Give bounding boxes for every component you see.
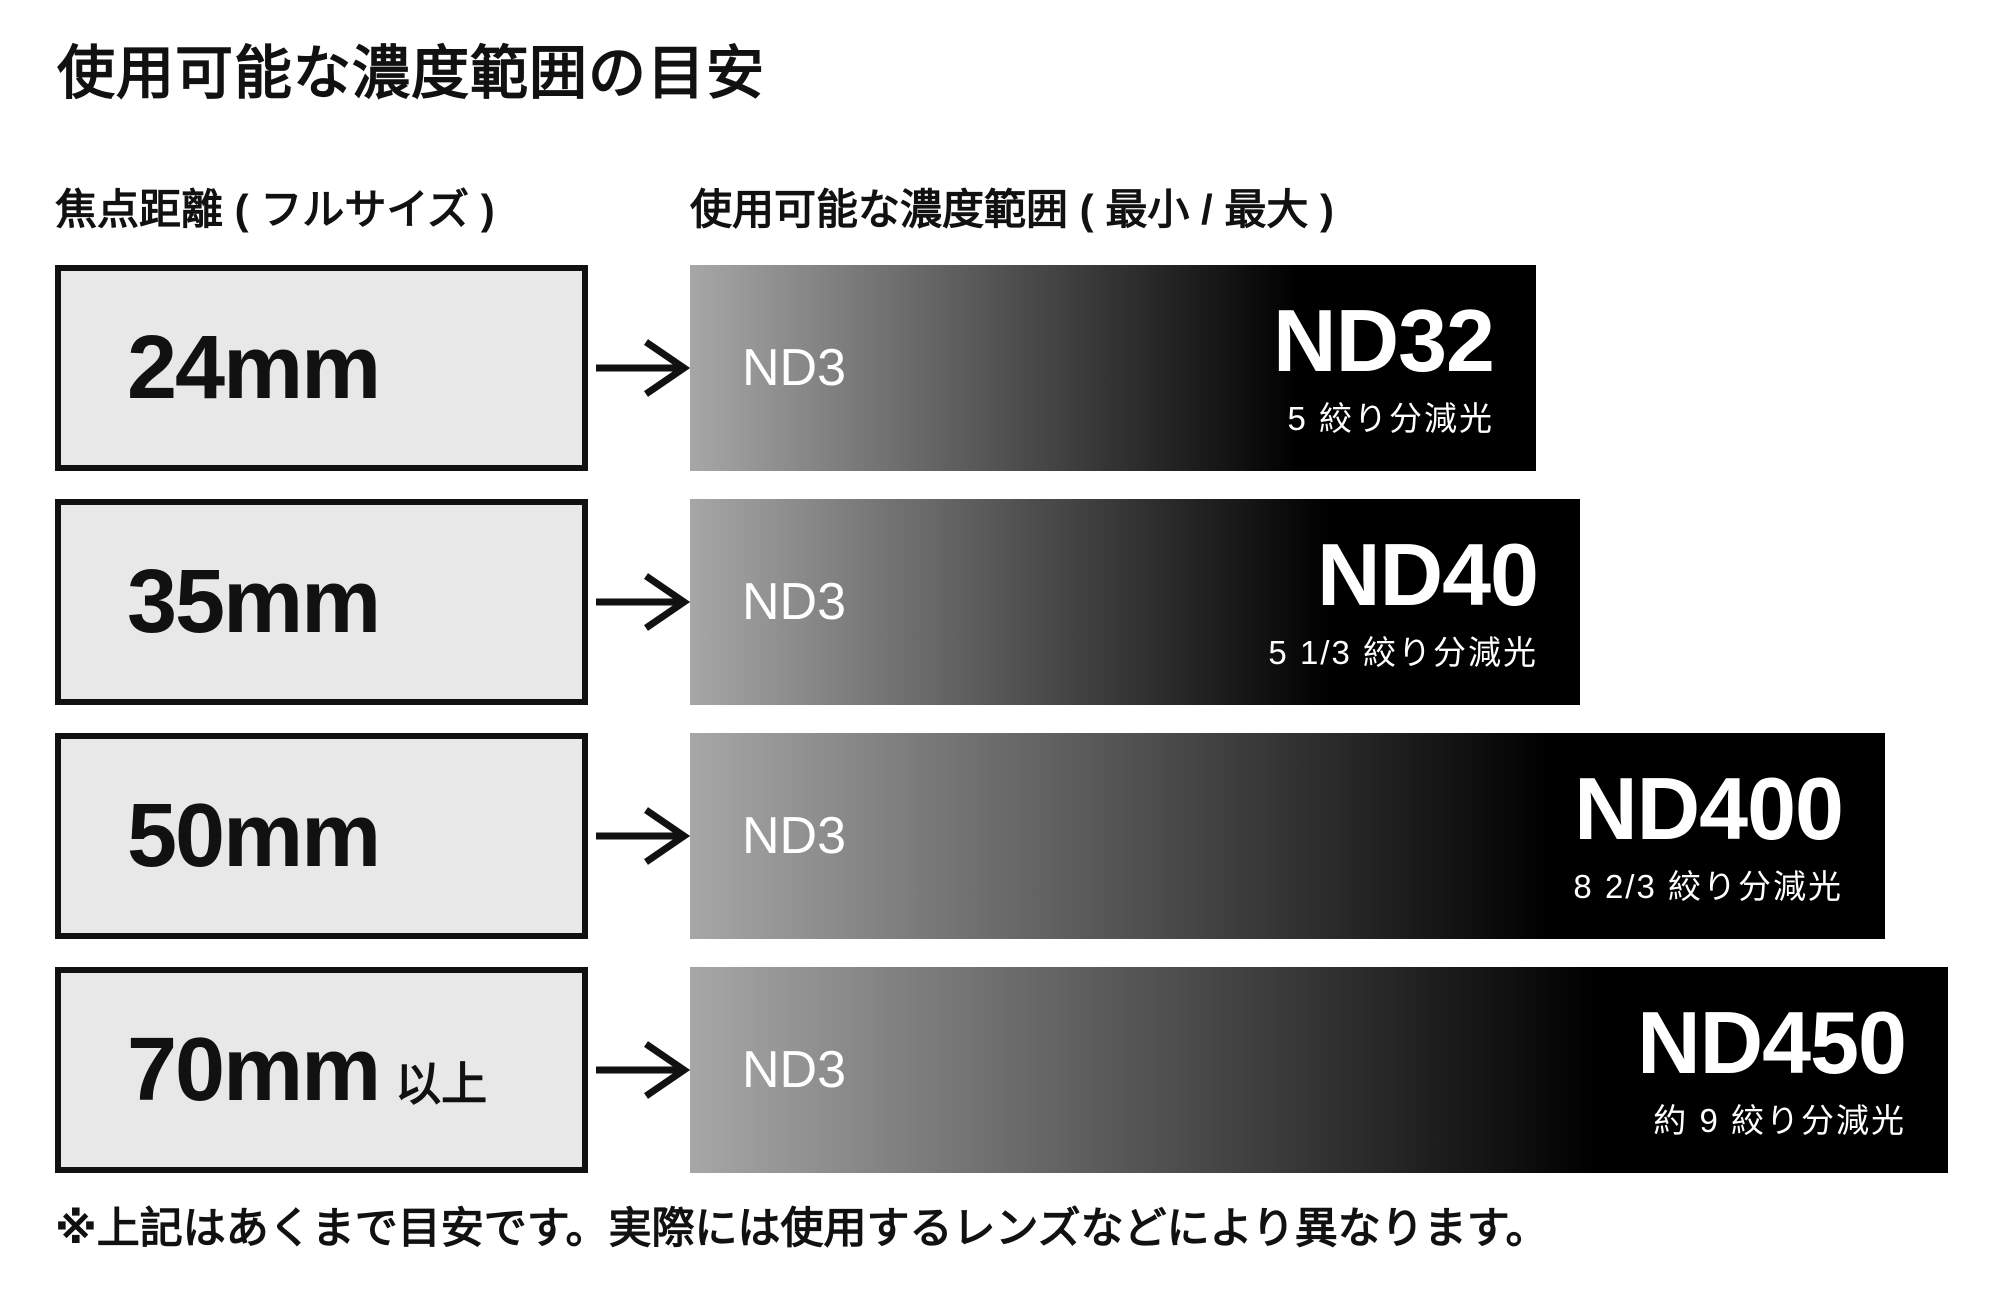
focal-length-value: 70mm [127,1020,381,1120]
arrow-right-icon [596,1041,691,1099]
nd-stops-label: 約 9 絞り分減光 [1653,1101,1906,1139]
nd-max-block: ND40 5 1/3 絞り分減光 [1268,525,1539,674]
focal-length-box: 24mm [55,265,588,471]
focal-length-label: 50mm [127,791,395,881]
row-35mm: 35mm ND3 ND40 5 1/3 絞り分減光 [0,499,2000,705]
focal-length-box: 35mm [55,499,588,705]
nd-max-block: ND32 5 絞り分減光 [1273,291,1495,440]
nd-min-label: ND3 [742,807,847,865]
density-range-bar: ND3 ND400 8 2/3 絞り分減光 [690,733,1885,939]
focal-length-value: 35mm [127,552,381,652]
nd-stops-label: 8 2/3 絞り分減光 [1573,867,1843,905]
density-range-bar: ND3 ND40 5 1/3 絞り分減光 [690,499,1580,705]
focal-length-box: 70mm 以上 [55,967,588,1173]
focal-length-label: 70mm 以上 [127,1025,487,1115]
focal-length-value: 50mm [127,786,381,886]
arrow-right-icon [596,339,691,397]
nd-max-label: ND40 [1317,525,1539,625]
arrow-right-icon [596,573,691,631]
row-24mm: 24mm ND3 ND32 5 絞り分減光 [0,265,2000,471]
focal-length-box: 50mm [55,733,588,939]
density-range-bar: ND3 ND32 5 絞り分減光 [690,265,1536,471]
nd-min-label: ND3 [742,1041,847,1099]
nd-stops-label: 5 絞り分減光 [1287,399,1494,437]
arrow-right-icon [596,807,691,865]
nd-max-block: ND450 約 9 絞り分減光 [1637,993,1907,1142]
row-70mm: 70mm 以上 ND3 ND450 約 9 絞り分減光 [0,967,2000,1173]
density-range-bar: ND3 ND450 約 9 絞り分減光 [690,967,1948,1173]
column-header-focal-length: 焦点距離 ( フルサイズ ) [55,186,495,233]
row-50mm: 50mm ND3 ND400 8 2/3 絞り分減光 [0,733,2000,939]
focal-length-label: 35mm [127,557,395,647]
focal-length-value: 24mm [127,318,381,418]
page-title: 使用可能な濃度範囲の目安 [57,41,766,106]
nd-max-label: ND32 [1273,291,1495,391]
nd-max-label: ND400 [1574,759,1844,859]
focal-length-label: 24mm [127,323,395,413]
nd-min-label: ND3 [742,573,847,631]
focal-length-suffix: 以上 [395,1058,488,1110]
column-header-density-range: 使用可能な濃度範囲 ( 最小 / 最大 ) [690,186,1334,233]
nd-max-label: ND450 [1637,993,1907,1093]
nd-max-block: ND400 8 2/3 絞り分減光 [1573,759,1844,908]
footnote: ※上記はあくまで目安です。実際には使用するレンズなどにより異なります。 [55,1205,1549,1253]
nd-stops-label: 5 1/3 絞り分減光 [1268,633,1538,671]
nd-min-label: ND3 [742,339,847,397]
